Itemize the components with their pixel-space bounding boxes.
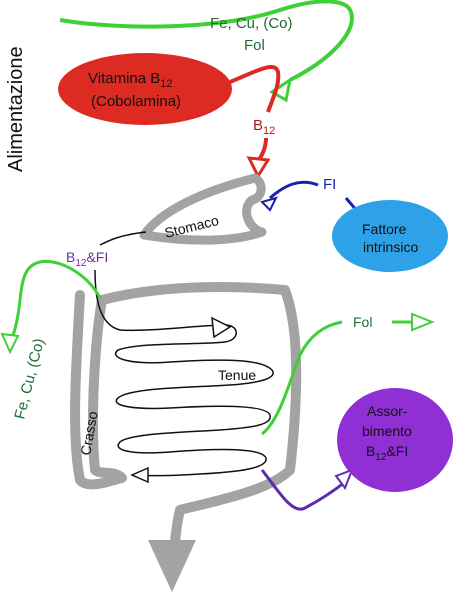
b12fi-label: B12&FI: [66, 249, 108, 269]
stomach-outline: [139, 173, 267, 245]
absorption-purple-line: [260, 469, 346, 511]
vitamin-b12-ellipse: [58, 53, 232, 125]
exit-gray-arrowhead: [148, 540, 196, 592]
left-minerals-green-arrowhead: [0, 332, 20, 355]
vitamin-name-label: Vitamina B12: [88, 70, 173, 90]
vitamin-subtitle-label: (Cobolamina): [91, 93, 181, 110]
fol-green-line: [261, 320, 343, 436]
fol-green-arrowhead: [411, 312, 435, 332]
intrinsic-factor-ellipse: [332, 200, 448, 272]
factor-line2-label: intrinsico: [363, 239, 418, 255]
large-intestine-outline: [70, 282, 302, 560]
b12-red-arrowhead: [246, 156, 271, 180]
top-fol-label: Fol: [244, 37, 265, 54]
fol-right-label: Fol: [353, 314, 372, 330]
tenue-label: Tenue: [218, 367, 256, 383]
side-label-alimentazione: Alimentazione: [5, 46, 27, 172]
stomach-exit-line: [99, 231, 147, 246]
left-minerals-label: Fe, Cu, (Co): [11, 337, 47, 421]
absorption-line1-label: Assor-: [367, 403, 408, 419]
coil-top-arrowhead: [211, 316, 232, 339]
fi-navy-line: [269, 180, 319, 200]
crasso-label: Crasso: [77, 410, 100, 457]
absorption-line3-label: B12&FI: [366, 443, 408, 463]
left-minerals-green-line: [8, 259, 102, 343]
coil-bottom-arrowhead: [130, 466, 149, 484]
diet-green-arrowhead: [269, 76, 293, 103]
top-minerals-label: Fe, Cu, (Co): [210, 15, 293, 32]
diet-green-line: [59, 0, 354, 82]
absorption-ellipse: [337, 388, 453, 492]
b12-label: B12: [253, 117, 275, 137]
fi-label: FI: [323, 176, 336, 193]
small-intestine-coil: [94, 269, 274, 477]
absorption-purple-arrowhead: [334, 468, 354, 491]
vitamin-red-line: [229, 65, 281, 113]
absorption-line2-label: bimento: [362, 423, 412, 439]
factor-line1-label: Fattore: [362, 221, 407, 237]
fi-navy-arrowhead: [260, 196, 278, 212]
